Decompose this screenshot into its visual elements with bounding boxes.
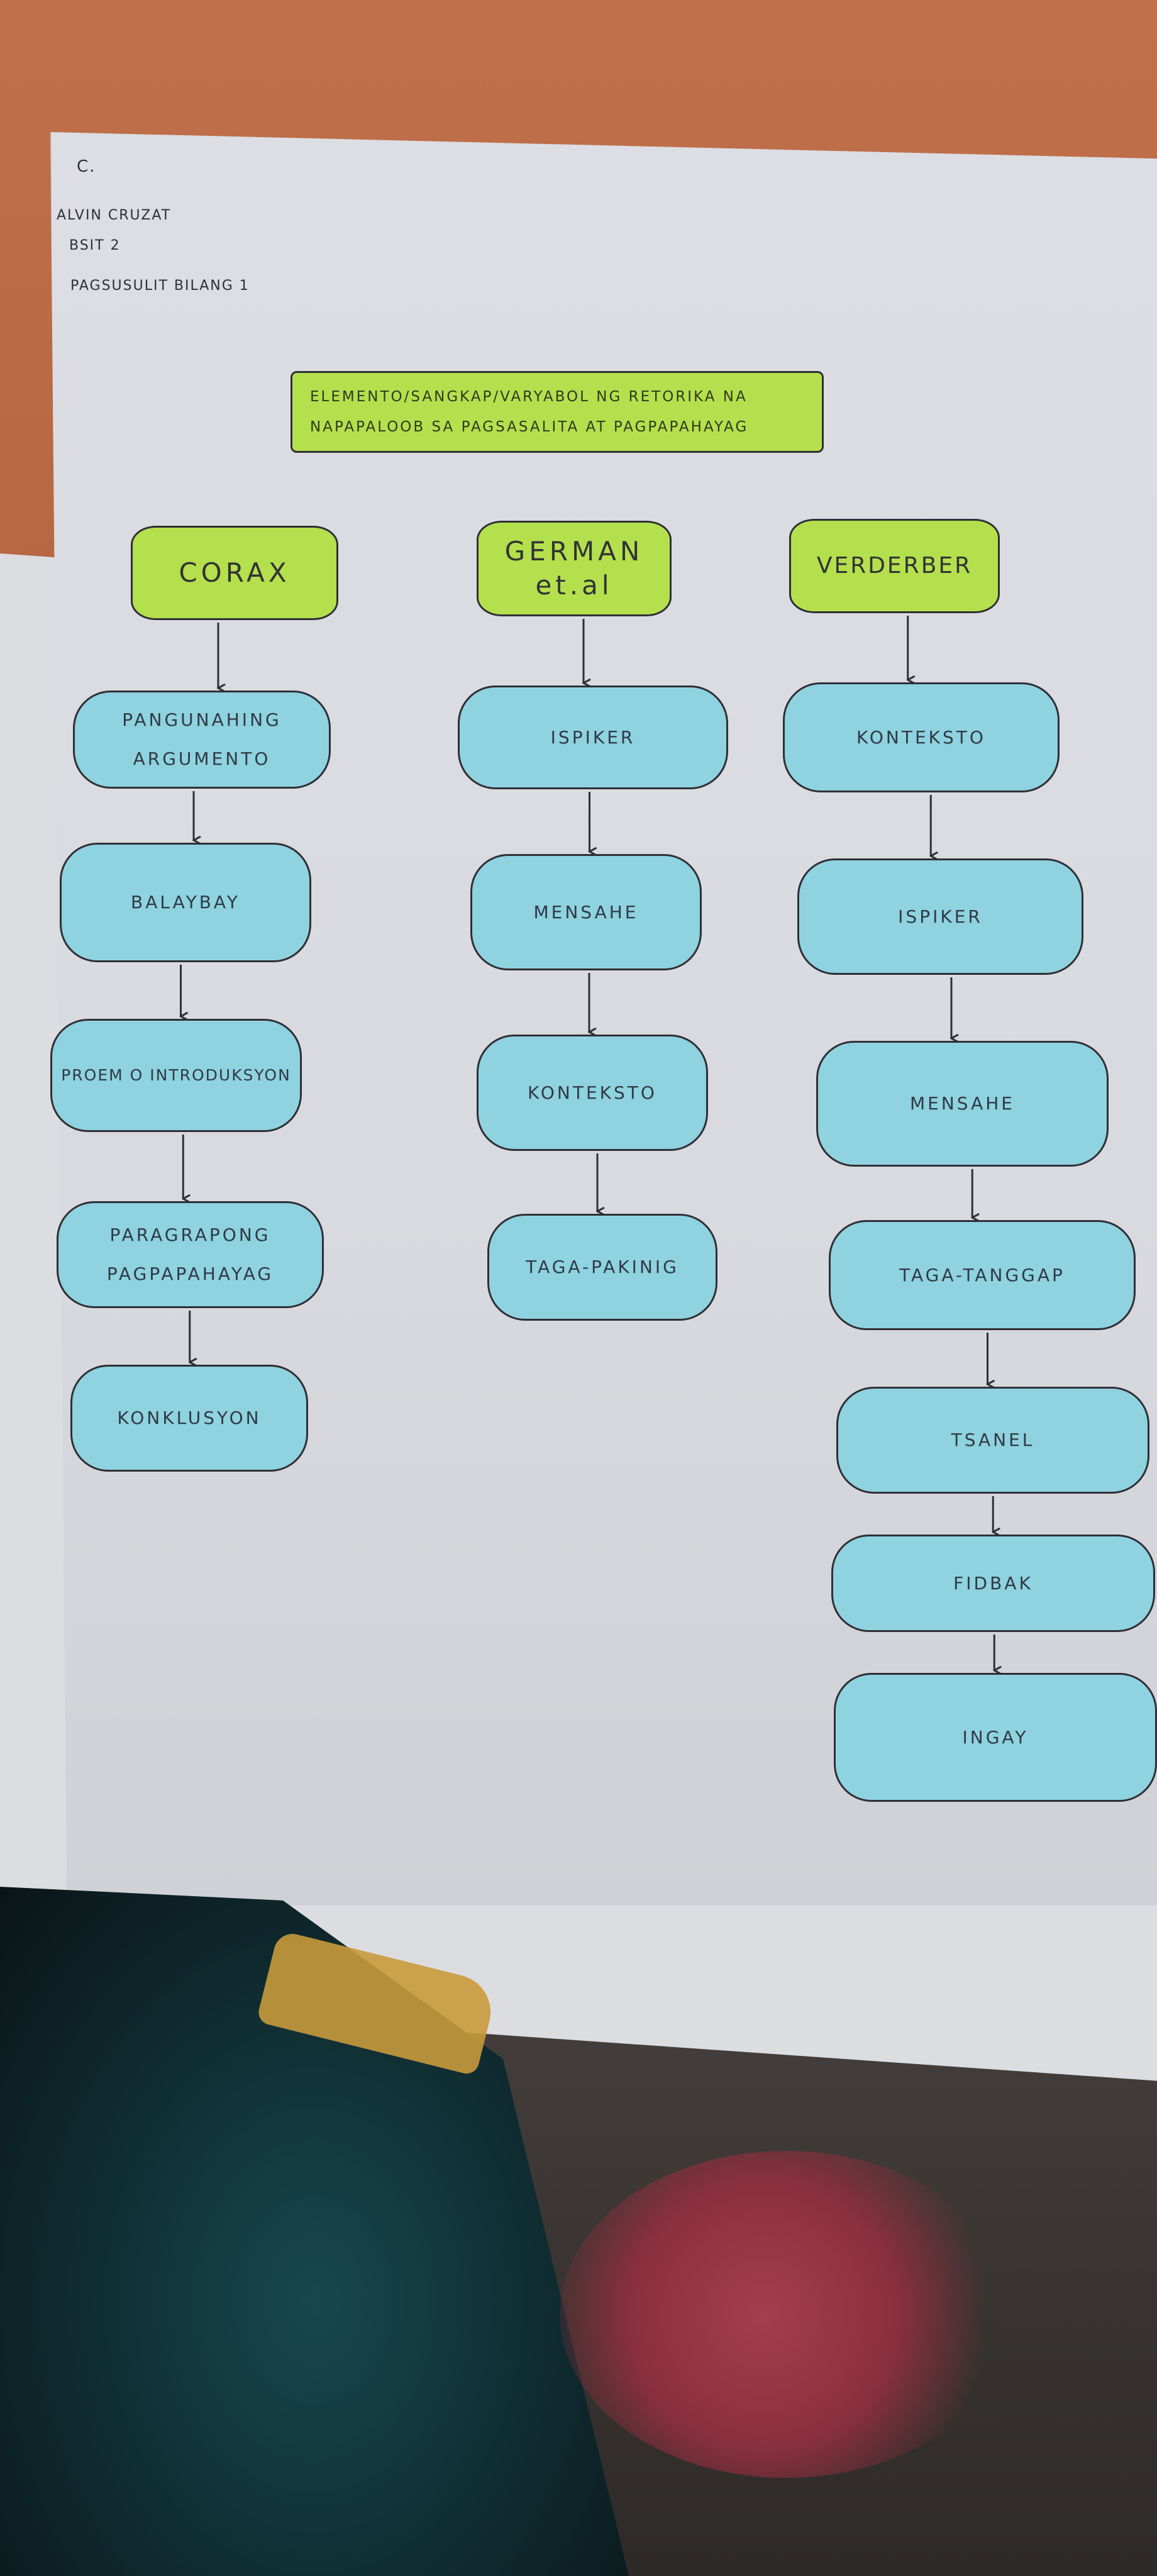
flow-node-german-1: ISPIKER bbox=[458, 686, 728, 789]
flow-node-corax-5: KONKLUSYON bbox=[70, 1365, 308, 1472]
student-section: BSIT 2 bbox=[69, 238, 121, 253]
student-name: ALVIN CRUZAT bbox=[57, 208, 172, 223]
flow-node-verderber-6: FIDBAK bbox=[831, 1535, 1155, 1632]
flow-node-german-2: MENSAHE bbox=[470, 854, 702, 970]
flow-node-verderber-4: TAGA-TANGGAP bbox=[829, 1220, 1136, 1330]
flow-node-verderber-2: ISPIKER bbox=[797, 858, 1083, 975]
connector-arrows bbox=[0, 616, 1157, 1887]
diagram-title: ELEMENTO/SANGKAP/VARYABOL NG RETORIKA NA… bbox=[291, 371, 824, 453]
flow-node-corax-2: BALAYBAY bbox=[60, 843, 311, 962]
flow-node-corax-1: PANGUNAHING ARGUMENTO bbox=[73, 691, 331, 789]
flow-node-verderber-1: KONTEKSTO bbox=[783, 682, 1060, 792]
flow-node-german-4: TAGA-PAKINIG bbox=[487, 1214, 717, 1321]
flower-pattern bbox=[560, 2151, 1012, 2478]
corner-mark: C. bbox=[77, 157, 96, 176]
column-header-corax: CORAX bbox=[131, 526, 338, 620]
task-label: PAGSUSULIT BILANG 1 bbox=[70, 278, 250, 294]
column-header-german: GERMAN et.al bbox=[477, 521, 672, 616]
flow-node-verderber-3: MENSAHE bbox=[816, 1041, 1109, 1167]
flow-node-corax-3: PROEM O INTRODUKSYON bbox=[50, 1019, 302, 1132]
flow-node-corax-4: PARAGRAPONG PAGPAPAHAYAG bbox=[57, 1201, 324, 1308]
flow-node-verderber-5: TSANEL bbox=[836, 1387, 1149, 1494]
column-header-verderber: VERDERBER bbox=[789, 519, 1000, 613]
flow-node-verderber-7: INGAY bbox=[834, 1673, 1157, 1802]
flow-node-german-3: KONTEKSTO bbox=[477, 1035, 708, 1151]
